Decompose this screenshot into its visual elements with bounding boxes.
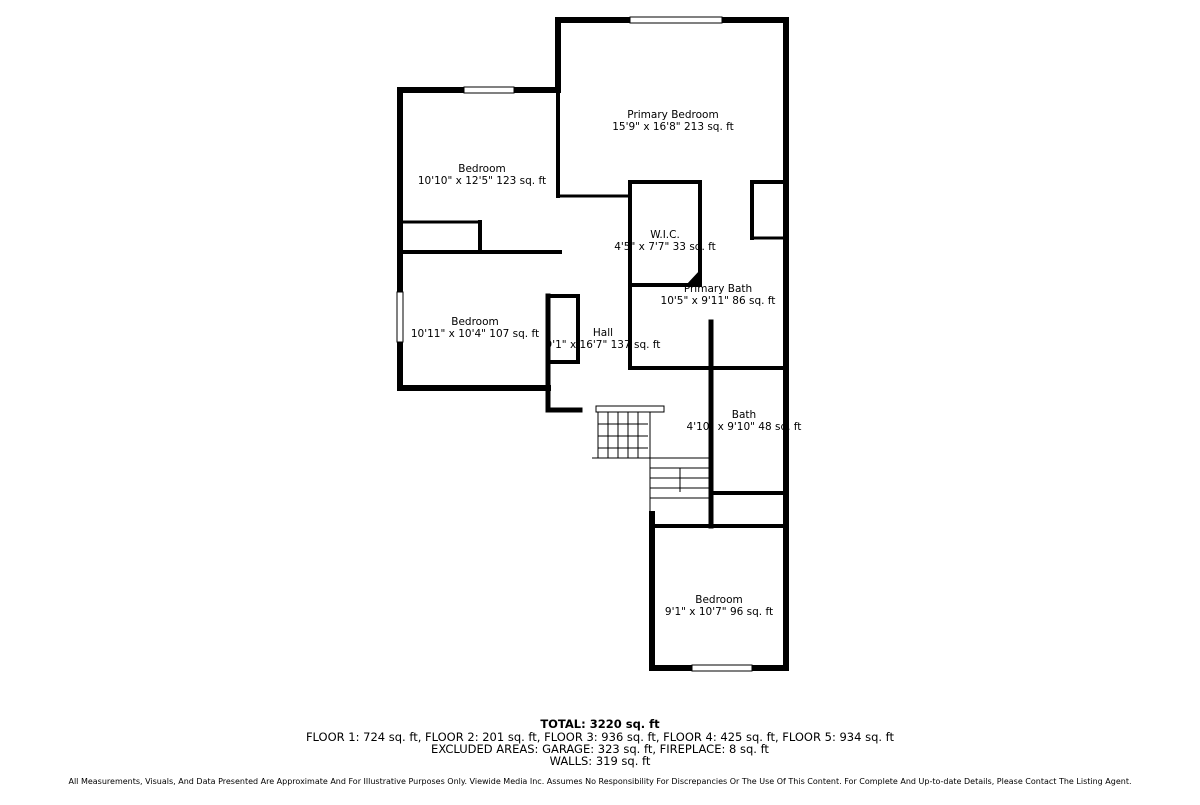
- room-dims-bedroom-2: 10'11" x 10'4" 107 sq. ft: [411, 328, 539, 340]
- closet-corner: [686, 270, 700, 285]
- room-dims-bedroom-1: 10'10" x 12'5" 123 sq. ft: [418, 175, 546, 187]
- room-dims-primary-bath: 10'5" x 9'11" 86 sq. ft: [661, 295, 776, 307]
- room-name-bath: Bath: [732, 409, 756, 421]
- room-labels: Primary Bedroom 15'9" x 16'8" 213 sq. ft…: [411, 109, 802, 618]
- total-area: TOTAL: 3220 sq. ft: [540, 717, 660, 731]
- room-dims-wic: 4'5" x 7'7" 33 sq. ft: [614, 241, 716, 253]
- room-name-hall: Hall: [593, 327, 613, 339]
- windows: [396, 16, 753, 672]
- room-name-bedroom-2: Bedroom: [451, 316, 499, 328]
- room-dims-primary-bedroom: 15'9" x 16'8" 213 sq. ft: [612, 121, 734, 133]
- walls: [397, 17, 789, 671]
- excluded-areas: EXCLUDED AREAS: GARAGE: 323 sq. ft, FIRE…: [431, 742, 769, 756]
- floor-areas: FLOOR 1: 724 sq. ft, FLOOR 2: 201 sq. ft…: [305, 730, 895, 744]
- room-dims-bedroom-3: 9'1" x 10'7" 96 sq. ft: [665, 606, 773, 618]
- room-name-primary-bath: Primary Bath: [684, 283, 752, 295]
- room-name-bedroom-3: Bedroom: [695, 594, 743, 606]
- disclaimer: All Measurements, Visuals, And Data Pres…: [68, 777, 1132, 786]
- room-name-wic: W.I.C.: [650, 229, 680, 241]
- walls-area: WALLS: 319 sq. ft: [549, 754, 651, 768]
- stairs: [592, 405, 710, 526]
- room-name-bedroom-1: Bedroom: [458, 163, 506, 175]
- room-name-primary-bedroom: Primary Bedroom: [627, 109, 718, 121]
- room-dims-bath: 4'10" x 9'10" 48 sq. ft: [687, 421, 802, 433]
- room-dims-hall: 9'1" x 16'7" 137 sq. ft: [546, 339, 661, 351]
